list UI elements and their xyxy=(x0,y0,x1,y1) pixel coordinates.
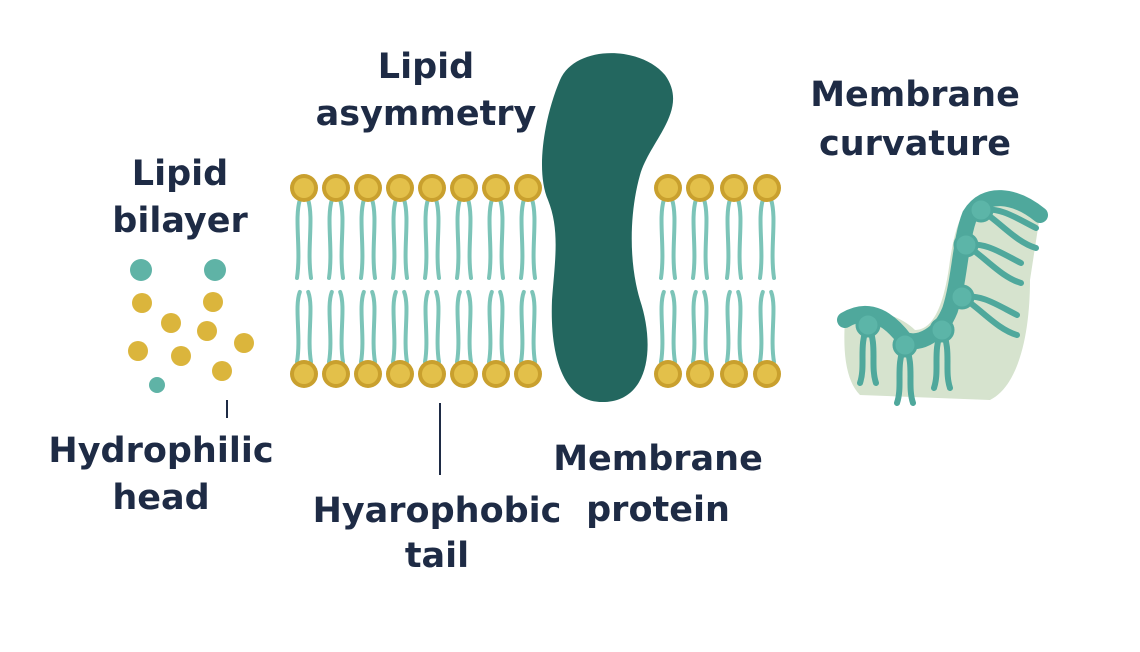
lipid-tail xyxy=(306,198,313,280)
curvature-head xyxy=(949,284,975,310)
lipid-tail xyxy=(691,198,698,280)
lipid-bilayer xyxy=(290,174,781,388)
membrane-protein xyxy=(541,53,674,403)
lipid-tail xyxy=(359,198,366,280)
lipid-tail xyxy=(327,290,334,364)
lipid-tail xyxy=(670,290,677,364)
lipid-tail xyxy=(769,290,776,364)
hydrophilic-head-yellow xyxy=(197,321,217,341)
lipid-tail xyxy=(327,198,334,280)
hydrophilic-head-yellow xyxy=(203,292,223,312)
lipid-tail xyxy=(736,290,743,364)
lipid-tail xyxy=(359,290,366,364)
membrane-curvature xyxy=(837,190,1048,406)
lipid-tail xyxy=(370,290,377,364)
lipid-tail xyxy=(769,198,776,280)
hydrophilic-head-yellow xyxy=(234,333,254,353)
hydrophilic-head-teal xyxy=(204,259,226,281)
curvature-head xyxy=(855,312,881,338)
curvature-head xyxy=(968,197,994,223)
lipid-tail xyxy=(370,198,377,280)
lipid-tail xyxy=(659,290,666,364)
lipid-tail xyxy=(338,290,345,364)
lipid-tail xyxy=(702,198,709,280)
lipid-tail xyxy=(519,290,526,364)
lipid-tail xyxy=(736,198,743,280)
lipid-tail xyxy=(725,198,732,280)
lipid-tail xyxy=(466,290,473,364)
lipid-tail xyxy=(466,198,473,280)
lipid-tail xyxy=(702,290,709,364)
hydrophilic-head-yellow xyxy=(212,361,232,381)
lipid-tail xyxy=(498,198,505,280)
lipid-tail xyxy=(295,290,302,364)
curvature-head xyxy=(953,232,979,258)
lipid-tail xyxy=(434,198,441,280)
lipid-tail xyxy=(295,198,302,280)
hydrophilic-head-yellow xyxy=(161,313,181,333)
lipid-tail xyxy=(391,198,398,280)
curvature-head xyxy=(929,317,955,343)
lipid-tail xyxy=(691,290,698,364)
lipid-tail xyxy=(670,198,677,280)
lipid-tail xyxy=(402,290,409,364)
hydrophilic-head-teal xyxy=(130,259,152,281)
lipid-tail xyxy=(487,198,494,280)
lipid-tail xyxy=(423,198,430,280)
lipid-tail xyxy=(725,290,732,364)
lipid-tail xyxy=(530,290,537,364)
lipid-tail xyxy=(434,290,441,364)
lipid-tail xyxy=(519,198,526,280)
lipid-tail xyxy=(530,198,537,280)
hydrophilic-head-yellow xyxy=(132,293,152,313)
lipid-tail xyxy=(423,290,430,364)
curvature-head xyxy=(892,332,918,358)
lipid-tail xyxy=(659,198,666,280)
lipid-tail xyxy=(758,198,765,280)
lipid-tail xyxy=(306,290,313,364)
loose-lipid-heads xyxy=(128,259,254,393)
hydrophilic-head-yellow xyxy=(171,346,191,366)
lipid-tail xyxy=(455,290,462,364)
hydrophilic-head-teal xyxy=(149,377,165,393)
lipid-tail xyxy=(455,198,462,280)
lipid-tail xyxy=(402,198,409,280)
lipid-tail xyxy=(758,290,765,364)
lipid-tail xyxy=(498,290,505,364)
lipid-tail xyxy=(391,290,398,364)
lipid-tail xyxy=(338,198,345,280)
lipid-tail xyxy=(487,290,494,364)
hydrophilic-head-yellow xyxy=(128,341,148,361)
